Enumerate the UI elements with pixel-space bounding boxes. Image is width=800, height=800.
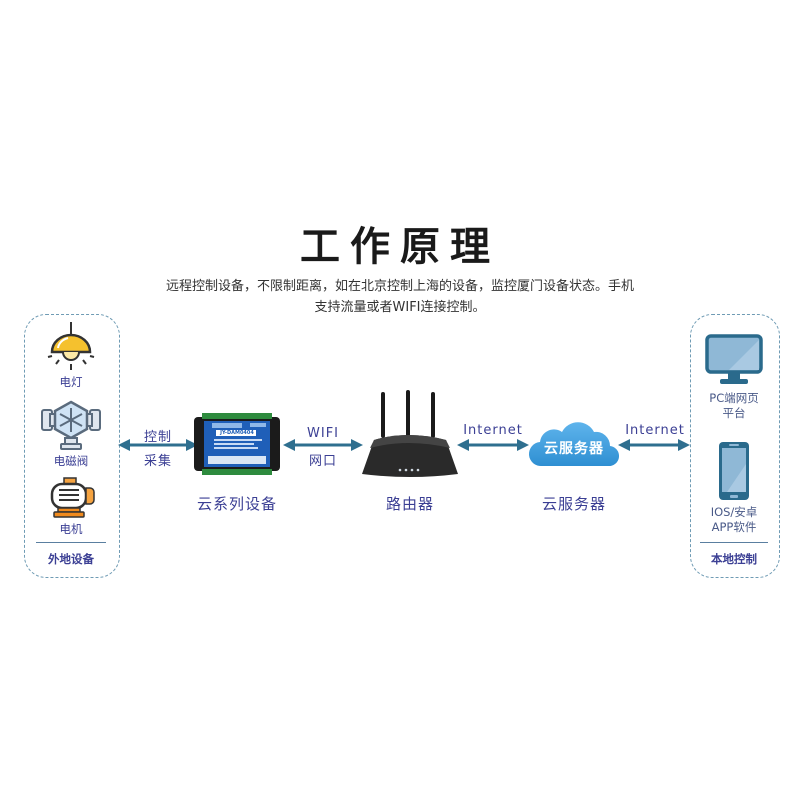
arrow-remote-to-device xyxy=(118,438,198,452)
smartphone-icon xyxy=(717,440,751,502)
link-1-label-bottom: 采集 xyxy=(143,454,172,469)
app-label: IOS/安卓 APP软件 xyxy=(690,505,778,535)
cloud-server-label: 云服务器 xyxy=(541,495,606,513)
device-label: 云系列设备 xyxy=(196,495,277,513)
link-2-label-top: WIFI xyxy=(307,426,339,441)
motor-label: 电机 xyxy=(59,522,83,536)
arrow-cloud-to-local xyxy=(618,438,690,452)
right-group-footer: 本地控制 xyxy=(711,552,757,566)
remote-devices-group xyxy=(24,314,120,578)
left-group-footer: 外地设备 xyxy=(48,552,94,566)
left-group-divider xyxy=(36,542,106,543)
pc-platform-label-line2: 平台 xyxy=(722,406,746,420)
pc-platform-label: PC端网页 平台 xyxy=(690,391,778,421)
right-group-divider xyxy=(700,542,768,543)
solenoid-valve-icon xyxy=(40,400,102,450)
arrow-router-to-cloud xyxy=(457,438,529,452)
description-line-1: 远程控制设备，不限制距离，如在北京控制上海的设备，监控厦门设备状态。手机 xyxy=(165,279,634,294)
cloud-icon xyxy=(528,418,620,468)
router-label: 路由器 xyxy=(385,495,434,513)
monitor-icon xyxy=(705,334,763,386)
page-title: 工作原理 xyxy=(300,224,500,270)
router-icon xyxy=(360,388,460,480)
device-model-text: JY-DAM0404 xyxy=(220,430,254,436)
description-line-2: 支持流量或者WIFI连接控制。 xyxy=(314,300,486,315)
cloud-text: 云服务器 xyxy=(544,441,604,457)
link-1-label-top: 控制 xyxy=(143,430,172,445)
link-3-label: Internet xyxy=(463,423,523,438)
pendant-lamp-icon xyxy=(46,322,96,372)
local-control-group xyxy=(690,314,780,578)
lamp-label: 电灯 xyxy=(59,375,83,389)
link-2-label-bottom: 网口 xyxy=(308,454,337,469)
link-4-label: Internet xyxy=(625,423,685,438)
pc-platform-label-line1: PC端网页 xyxy=(709,391,759,405)
valve-label: 电磁阀 xyxy=(53,454,89,468)
app-label-line1: IOS/安卓 xyxy=(710,505,758,519)
app-label-line2: APP软件 xyxy=(711,520,757,534)
motor-icon xyxy=(48,476,96,518)
arrow-device-to-router xyxy=(283,438,363,452)
controller-device-icon xyxy=(194,413,280,475)
description: 远程控制设备，不限制距离，如在北京控制上海的设备，监控厦门设备状态。手机 支持流… xyxy=(120,276,680,318)
